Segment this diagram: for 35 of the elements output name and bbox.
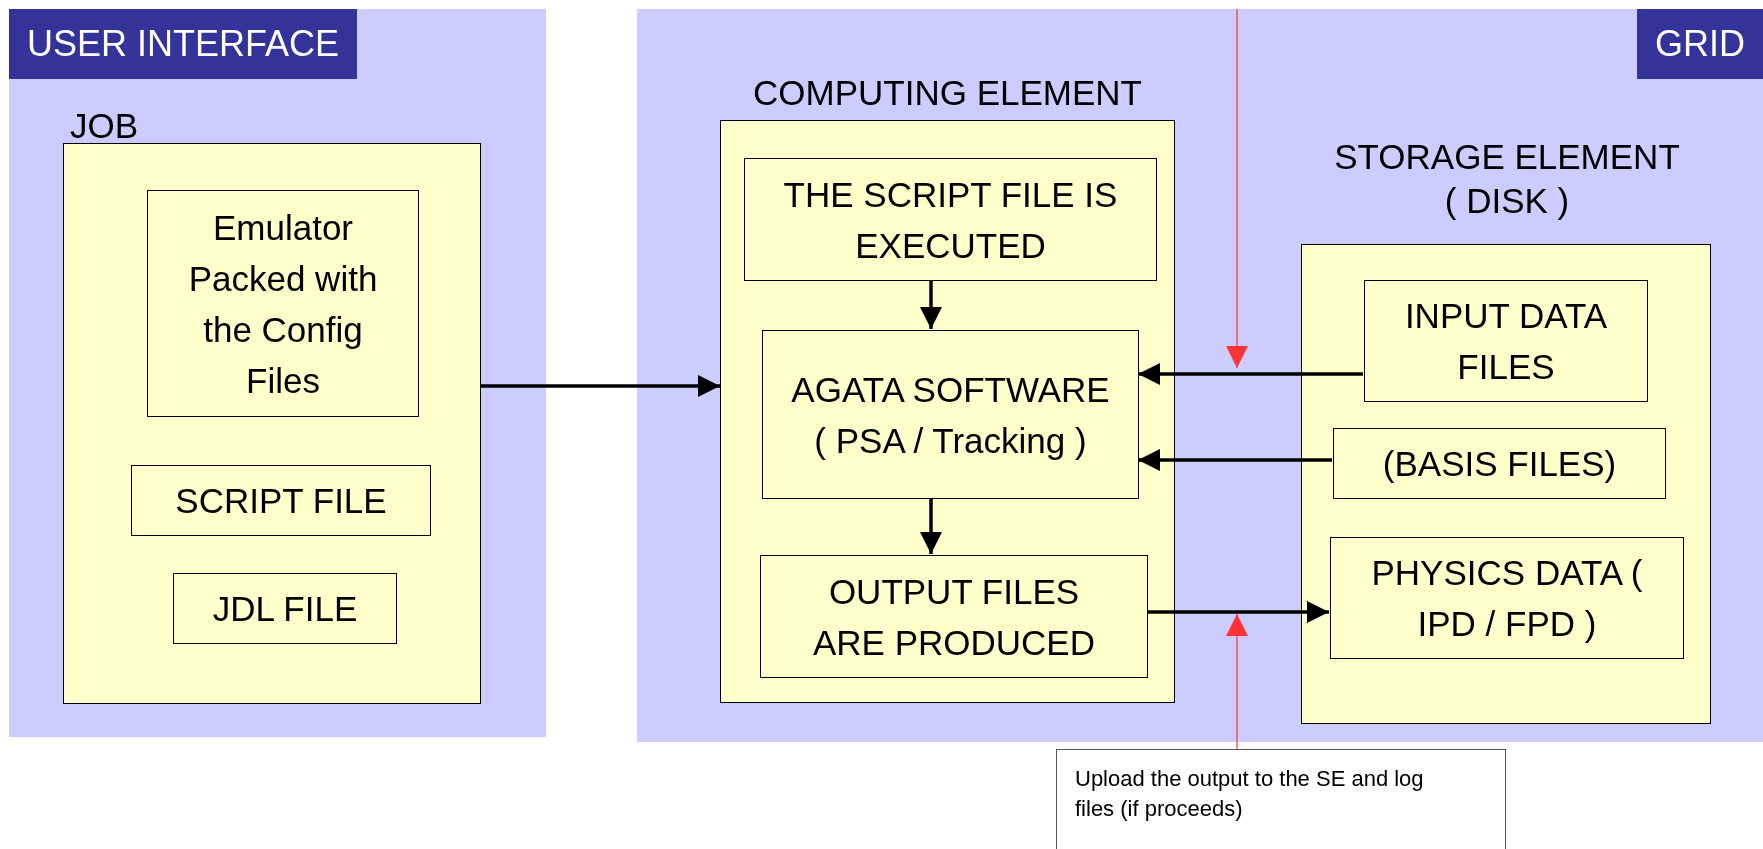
process-box — [744, 158, 1157, 281]
arrow — [1138, 449, 1332, 471]
box-label: THE SCRIPT FILE IS EXECUTED — [782, 173, 1119, 267]
region-panel — [9, 9, 546, 737]
region-title: USER INTERFACE — [9, 9, 358, 79]
box-label: Emulator Packed with the Config Files — [187, 206, 379, 402]
process-box — [1364, 280, 1648, 402]
arrow — [1226, 613, 1248, 750]
box-label: OUTPUT FILES ARE PRODUCED — [812, 570, 1096, 664]
box-label: PHYSICS DATA ( IPD / FPD ) — [1370, 552, 1644, 645]
process-box — [760, 555, 1148, 678]
process-box — [1333, 428, 1666, 499]
arrow — [920, 498, 942, 554]
box-label: AGATA SOFTWARE ( PSA / Tracking ) — [790, 368, 1111, 462]
arrow — [1226, 8, 1248, 369]
process-box — [131, 465, 431, 536]
note-box — [1056, 749, 1506, 849]
arrow — [1147, 601, 1329, 623]
arrow — [481, 375, 720, 397]
box-label: (BASIS FILES) — [1382, 443, 1617, 485]
region-panel — [637, 9, 1763, 742]
box-heading: COMPUTING ELEMENT — [752, 72, 1143, 114]
box-heading: STORAGE ELEMENT ( DISK ) — [1333, 136, 1681, 222]
box-label: INPUT DATA FILES — [1403, 295, 1609, 388]
region-title: GRID — [1637, 9, 1763, 79]
box-heading: JOB — [69, 105, 139, 147]
box-label: JDL FILE — [212, 588, 358, 630]
box-label: SCRIPT FILE — [175, 480, 387, 522]
process-box — [762, 330, 1139, 499]
arrow — [1138, 363, 1363, 385]
process-box — [1330, 537, 1684, 659]
process-box — [147, 190, 419, 417]
note-text: Upload the output to the SE and log files (if proceeds) — [1075, 765, 1425, 823]
process-box — [173, 573, 397, 644]
arrow — [920, 280, 942, 329]
